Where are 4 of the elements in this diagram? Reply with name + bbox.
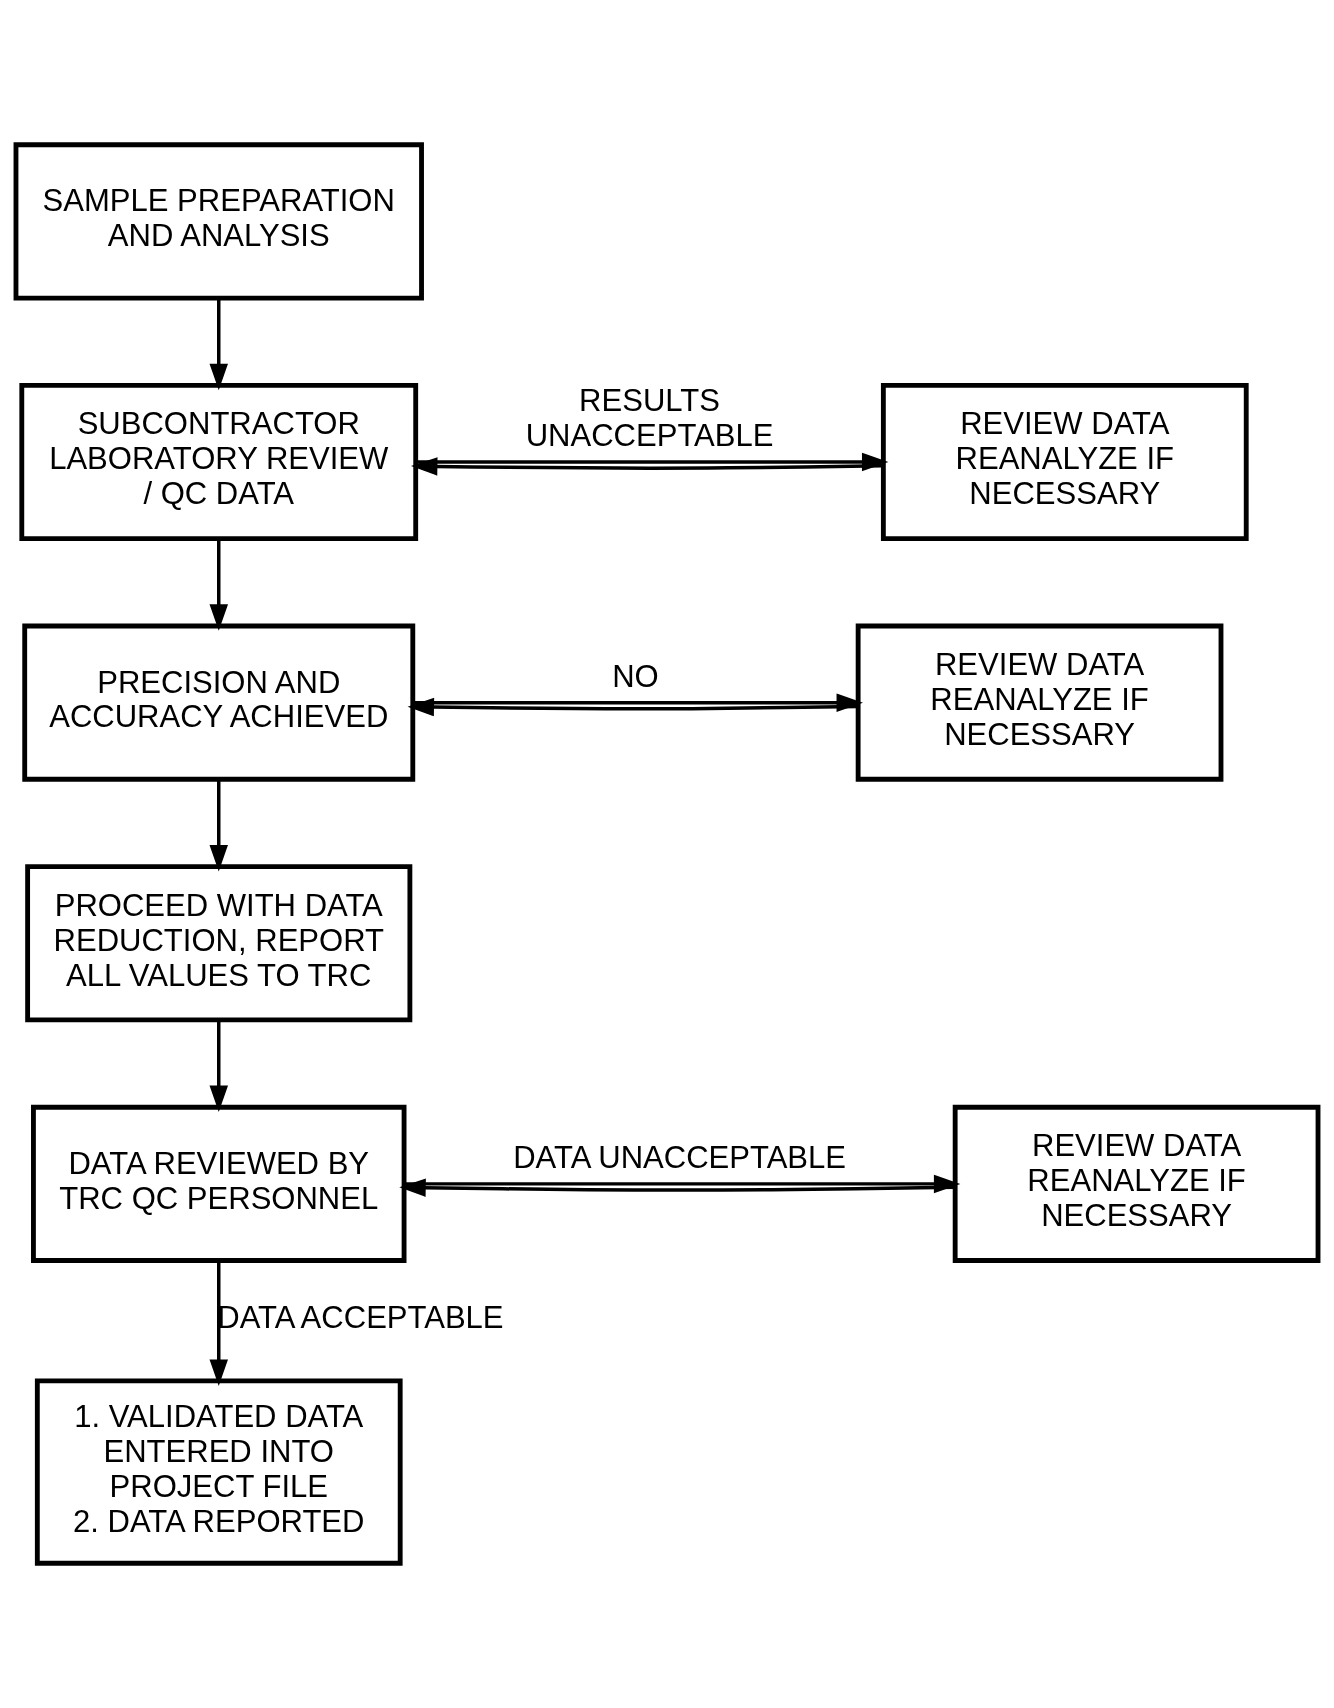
edge-label: DATA ACCEPTABLE — [217, 1300, 504, 1336]
edge-label: DATA UNACCEPTABLE — [513, 1139, 847, 1175]
edge-label: RESULTS UNACCEPTABLE — [525, 383, 774, 454]
edge-label: NO — [612, 658, 659, 694]
